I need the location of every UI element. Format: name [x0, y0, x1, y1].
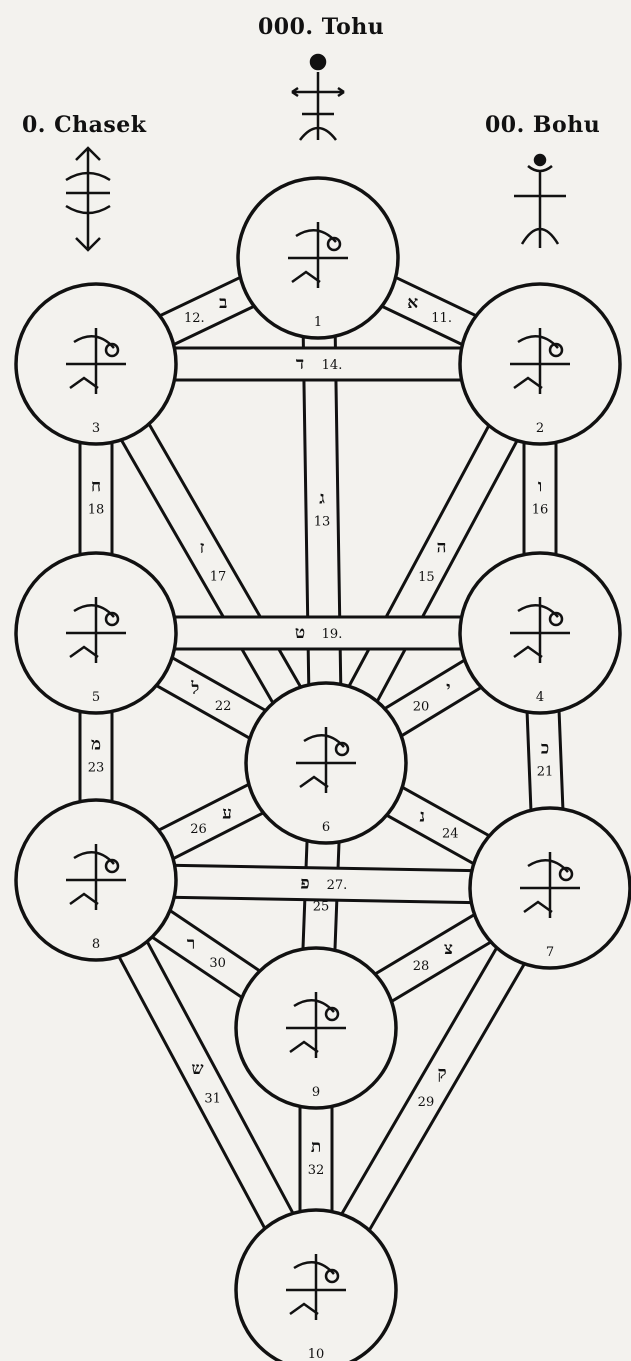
- sphere-2: 2: [460, 284, 620, 444]
- sphere-4: 4: [460, 553, 620, 713]
- path-number: 24: [442, 826, 459, 841]
- sphere-number: 6: [322, 820, 330, 835]
- path-letter: ט: [295, 623, 305, 643]
- sphere-7: 7: [470, 808, 630, 968]
- sphere-number: 7: [546, 945, 554, 960]
- sphere-6: 6: [246, 683, 406, 843]
- path-letter: ק: [438, 1063, 447, 1083]
- sphere-10: 10: [236, 1210, 396, 1361]
- chasek-sigil-icon: [66, 148, 110, 250]
- sphere-number: 3: [92, 421, 100, 436]
- path-number: 28: [413, 959, 430, 974]
- path-number: 13: [314, 515, 331, 530]
- path-number: 26: [190, 822, 207, 837]
- path-number: 19.: [322, 627, 343, 642]
- path-letter: ו: [538, 477, 542, 497]
- sphere-8: 8: [16, 800, 176, 960]
- path-letter: ז: [200, 538, 205, 558]
- path-letter: ג: [319, 489, 325, 509]
- sphere-1: 1: [238, 178, 398, 338]
- path-letter: א: [407, 293, 418, 313]
- path-number: 12.: [184, 311, 205, 326]
- path-number: 16: [532, 503, 549, 518]
- path-letter: י: [446, 679, 450, 699]
- path-letter: ש: [191, 1059, 203, 1079]
- sphere-number: 10: [308, 1347, 325, 1361]
- path-letter: ת: [311, 1137, 321, 1157]
- sphere-9: 9: [236, 948, 396, 1108]
- path-letter: נ: [420, 807, 426, 827]
- path-number: 18: [88, 503, 105, 518]
- path-letter: מ: [91, 735, 101, 755]
- sphere-number: 9: [312, 1085, 320, 1100]
- sphere-number: 5: [92, 690, 100, 705]
- path-letter: ר: [187, 934, 195, 954]
- bohu-sigil-icon: [514, 155, 566, 248]
- path-number: 20: [413, 699, 430, 714]
- sphere-number: 2: [536, 421, 544, 436]
- sphere-5: 5: [16, 553, 176, 713]
- path-letter: ע: [222, 803, 232, 823]
- path-number: 27.: [327, 878, 348, 893]
- path-letter: צ: [444, 939, 453, 959]
- tohu-sigil-icon: [292, 55, 344, 140]
- path-number: 14.: [322, 358, 343, 373]
- path-letter: פ: [300, 874, 309, 894]
- path-letter: כ: [541, 739, 549, 759]
- path-number: 32: [308, 1163, 325, 1178]
- path-number: 22: [215, 699, 232, 714]
- path-letter: ה: [437, 538, 447, 558]
- sphere-3: 3: [16, 284, 176, 444]
- sphere-number: 8: [92, 937, 100, 952]
- path-number: 17: [210, 570, 227, 585]
- path-number: 11.: [431, 311, 452, 326]
- path-number: 25: [313, 900, 330, 915]
- path-letter: ח: [91, 477, 101, 497]
- path-number: 23: [88, 761, 105, 776]
- path-number: 30: [209, 956, 226, 971]
- path-number: 29: [418, 1095, 435, 1110]
- path-letter: ל: [190, 679, 199, 699]
- path-letter: ד: [296, 354, 304, 374]
- sphere-number: 1: [314, 315, 322, 330]
- sphere-number: 4: [536, 690, 544, 705]
- path-number: 15: [418, 570, 435, 585]
- path-number: 21: [537, 765, 554, 780]
- path-letter: ב: [219, 293, 227, 313]
- path-number: 31: [204, 1091, 221, 1106]
